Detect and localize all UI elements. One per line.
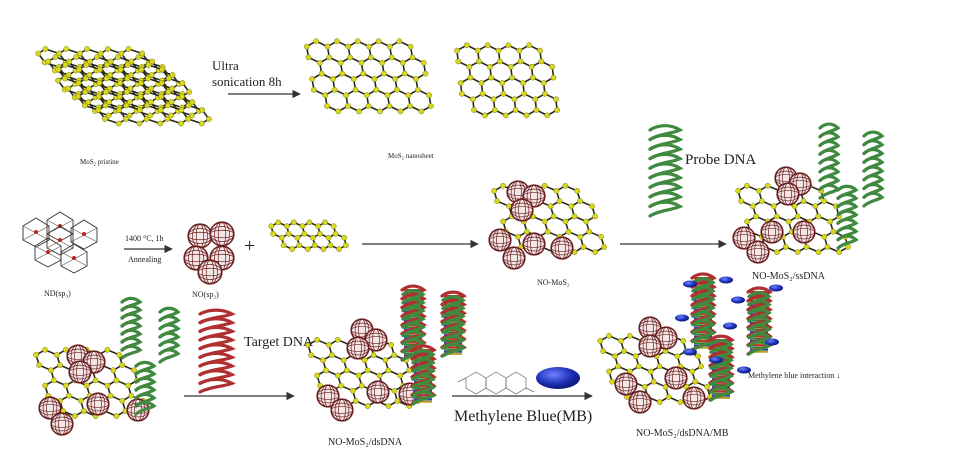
methylene-blue-structure-icon [457, 371, 535, 395]
nano-onion-icon [38, 396, 62, 420]
mb-molecule-icon [675, 314, 689, 322]
nano-onion-icon [187, 223, 213, 249]
dsdna-helix-icon [410, 344, 437, 406]
label-mos2-pristine: MoS₂ pristine [80, 158, 119, 166]
dna-helices [120, 122, 885, 416]
mb-molecule-icon [683, 280, 697, 288]
label-ultra: Ultra [212, 58, 239, 73]
nano-onion-icon [522, 232, 546, 256]
dsdna-helix-icon [690, 272, 717, 352]
mos2-nanosheet-b [454, 42, 560, 119]
diamond-cage-icon [60, 243, 88, 274]
label-target-dna: Target DNA [244, 335, 314, 350]
nano-onion-icon [86, 392, 110, 416]
nano-onion-icon [488, 228, 512, 252]
nano-onion-icon [364, 328, 388, 352]
nano-onion-icon [502, 246, 526, 270]
mos2-small-sheet [268, 219, 349, 252]
target-strand-icon [400, 284, 427, 362]
nanodiamond-cluster-icon [22, 211, 98, 274]
nano-onion-icon [126, 398, 150, 422]
probe-strand-icon [120, 296, 143, 360]
probe-strand-icon [747, 291, 772, 356]
nano-onion-icon [732, 226, 756, 250]
probe-strand-icon [401, 289, 426, 362]
diamond-cage-icon [46, 225, 74, 256]
target-dna-icon [198, 308, 236, 394]
mb-molecule-icon [731, 296, 745, 304]
dsdna-helix-icon [746, 286, 773, 356]
label-probe-dna: Probe DNA [685, 152, 756, 168]
label-sonication: sonication 8h [212, 74, 282, 89]
nano-onion-icon [197, 259, 223, 285]
nano-onion-particles [38, 166, 816, 436]
nano-onion-icon [50, 412, 74, 436]
dsdna-helix-icon [708, 334, 735, 402]
nano-onion-icon [682, 386, 706, 410]
diamond-cage-icon [22, 217, 50, 248]
dsdna-helix-icon [440, 290, 467, 358]
mos2-pristine-layer-3 [55, 62, 212, 127]
mos2-lattices [33, 38, 851, 419]
nano-onion-icon [760, 220, 784, 244]
nano-onion-icon [510, 198, 534, 222]
mos2-nanosheet-a [303, 38, 434, 115]
label-annealing-temp: 1400 °C, 1h [125, 234, 164, 243]
mb-molecule-icon [769, 284, 783, 292]
process-arrows [124, 89, 727, 401]
label-mb-interaction: Methylene blue interaction ↓ [748, 371, 840, 380]
label-no-mos2-dsdna: NO-MoS₂/dsDNA [328, 437, 403, 448]
label-nd-sp3: ND(sp₃) [44, 289, 71, 298]
nano-onion-icon [664, 366, 688, 390]
probe-dna-icon [648, 124, 684, 218]
nano-onion-icon [550, 236, 574, 260]
mb-molecule-icon [723, 322, 737, 330]
ssdna-strand-icon [836, 184, 859, 250]
probe-strand-icon [441, 295, 466, 358]
nano-onion-icon [346, 336, 370, 360]
diamond-cage-icon [70, 219, 98, 250]
label-mos2-nanosheet: MoS₂ nanosheet [388, 152, 434, 160]
ssdna-strand-icon [818, 122, 841, 200]
nano-onion-icon [746, 240, 770, 264]
nano-onion-icon [628, 390, 652, 414]
nano-onion-icon [316, 384, 340, 408]
label-plus: + [244, 235, 255, 257]
diamond-cage-icon [34, 237, 62, 268]
probe-strand-icon [411, 349, 436, 406]
nano-onion-icon [68, 360, 92, 384]
mb-molecule-icon [765, 338, 779, 346]
label-no-mos2-dsdna-mb: NO-MoS₂/dsDNA/MB [636, 428, 729, 439]
methylene-blue-molecule-icon [536, 367, 580, 389]
nano-onion-icon [638, 334, 662, 358]
nano-onion-icon [614, 372, 638, 396]
label-no-mos2-ssdna: NO-MoS₂/ssDNA [752, 271, 826, 282]
bound-methylene-blue [675, 276, 783, 374]
label-no-mos2: NO-MoS₂ [537, 278, 570, 287]
nano-onion-icon [792, 220, 816, 244]
nano-onion-icon [209, 221, 235, 247]
label-methylene-blue: Methylene Blue(MB) [454, 408, 592, 425]
probe-strand-icon [134, 360, 157, 416]
probe-strand-icon [158, 306, 181, 364]
nano-onion-icon [330, 398, 354, 422]
mb-molecule-icon [719, 276, 733, 284]
ssdna-strand-icon [862, 130, 885, 208]
nano-onion-icon [776, 182, 800, 206]
label-no-sp2: NO(sp₂) [192, 290, 219, 299]
nano-onion-icon [366, 380, 390, 404]
mb-molecule-icon [683, 348, 697, 356]
mb-molecule-icon [737, 366, 751, 374]
mb-molecule-icon [709, 356, 723, 364]
label-annealing: Annealing [128, 255, 161, 264]
